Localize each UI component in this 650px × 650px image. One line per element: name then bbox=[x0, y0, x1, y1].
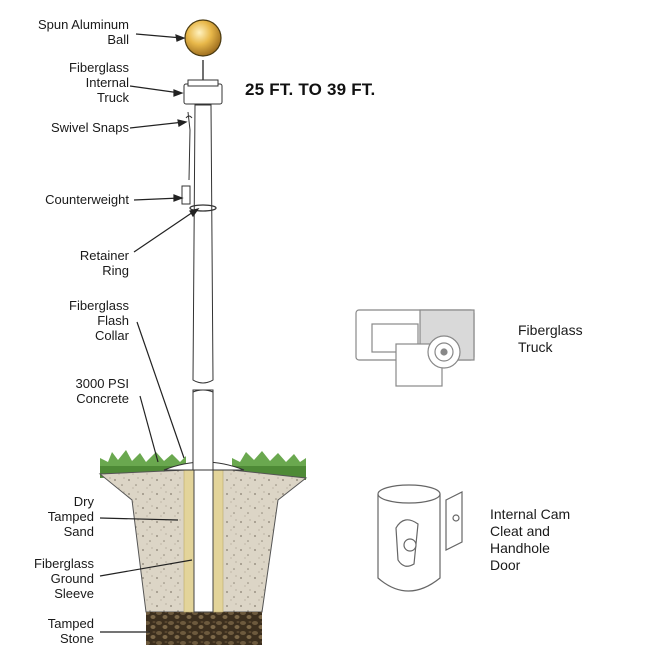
spun-aluminum-ball bbox=[184, 19, 222, 57]
label-counterweight: Counterweight bbox=[45, 192, 129, 207]
label-line: Spun Aluminum bbox=[37, 17, 129, 32]
label-line: Door bbox=[490, 557, 521, 573]
label-line: Fiberglass bbox=[69, 298, 129, 313]
truck-detail bbox=[355, 309, 475, 387]
label-tamped-stone: Tamped Stone bbox=[48, 616, 94, 646]
label-line: Sleeve bbox=[54, 586, 94, 601]
label-line: Truck bbox=[96, 90, 129, 105]
label-line: Dry bbox=[73, 494, 94, 509]
label-swivel-snaps: Swivel Snaps bbox=[51, 120, 129, 135]
label-fiberglass-truck: Fiberglass Truck bbox=[518, 322, 583, 356]
label-line: Swivel Snaps bbox=[50, 120, 129, 135]
label-line: Stone bbox=[60, 631, 94, 646]
label-retainer-ring: Retainer Ring bbox=[80, 248, 129, 278]
label-line: Retainer bbox=[79, 248, 129, 263]
label-line: Concrete bbox=[76, 391, 129, 406]
label-line: Truck bbox=[518, 339, 553, 355]
sand-fill-left bbox=[183, 469, 195, 613]
label-line: Tamped bbox=[47, 616, 94, 631]
label-line: Fiberglass bbox=[518, 322, 583, 338]
internal-truck bbox=[183, 83, 223, 105]
label-ground-sleeve: Fiberglass Ground Sleeve bbox=[34, 556, 94, 601]
label-line: Ring bbox=[102, 263, 129, 278]
label-line: 3000 PSI bbox=[75, 376, 130, 391]
label-spun-aluminum-ball: Spun Aluminum Ball bbox=[38, 17, 129, 47]
label-line: Internal bbox=[85, 75, 129, 90]
label-dry-tamped-sand: Dry Tamped Sand bbox=[48, 494, 94, 539]
label-line: Cleat and bbox=[490, 523, 550, 539]
label-concrete: 3000 PSI Concrete bbox=[76, 376, 130, 406]
leader-lines bbox=[99, 33, 200, 633]
label-line: Tamped bbox=[47, 509, 94, 524]
label-flash-collar: Fiberglass Flash Collar bbox=[69, 298, 129, 343]
label-line: Collar bbox=[95, 328, 129, 343]
label-line: Ball bbox=[107, 32, 129, 47]
label-line: Handhole bbox=[490, 540, 550, 556]
height-range-title: 25 FT. TO 39 FT. bbox=[245, 80, 376, 99]
label-line: Fiberglass bbox=[69, 60, 129, 75]
retainer-ring bbox=[189, 204, 217, 212]
pole-upper bbox=[192, 104, 214, 384]
sand-fill-right bbox=[212, 469, 224, 613]
label-line: Counterweight bbox=[45, 192, 129, 207]
label-cam-cleat-handhole-door: Internal Cam Cleat and Handhole Door bbox=[490, 506, 570, 574]
counterweight bbox=[181, 185, 191, 205]
label-line: Fiberglass bbox=[34, 556, 94, 571]
label-line: Sand bbox=[63, 524, 94, 539]
label-line: Flash bbox=[97, 313, 129, 328]
label-line: Internal Cam bbox=[490, 506, 571, 522]
cam-cleat-detail bbox=[377, 484, 463, 592]
ground-sleeve bbox=[193, 469, 214, 613]
label-line: Ground bbox=[50, 571, 94, 586]
tamped-stone bbox=[146, 612, 262, 645]
label-internal-truck: Fiberglass Internal Truck bbox=[69, 60, 129, 105]
pole-lower bbox=[192, 389, 214, 471]
